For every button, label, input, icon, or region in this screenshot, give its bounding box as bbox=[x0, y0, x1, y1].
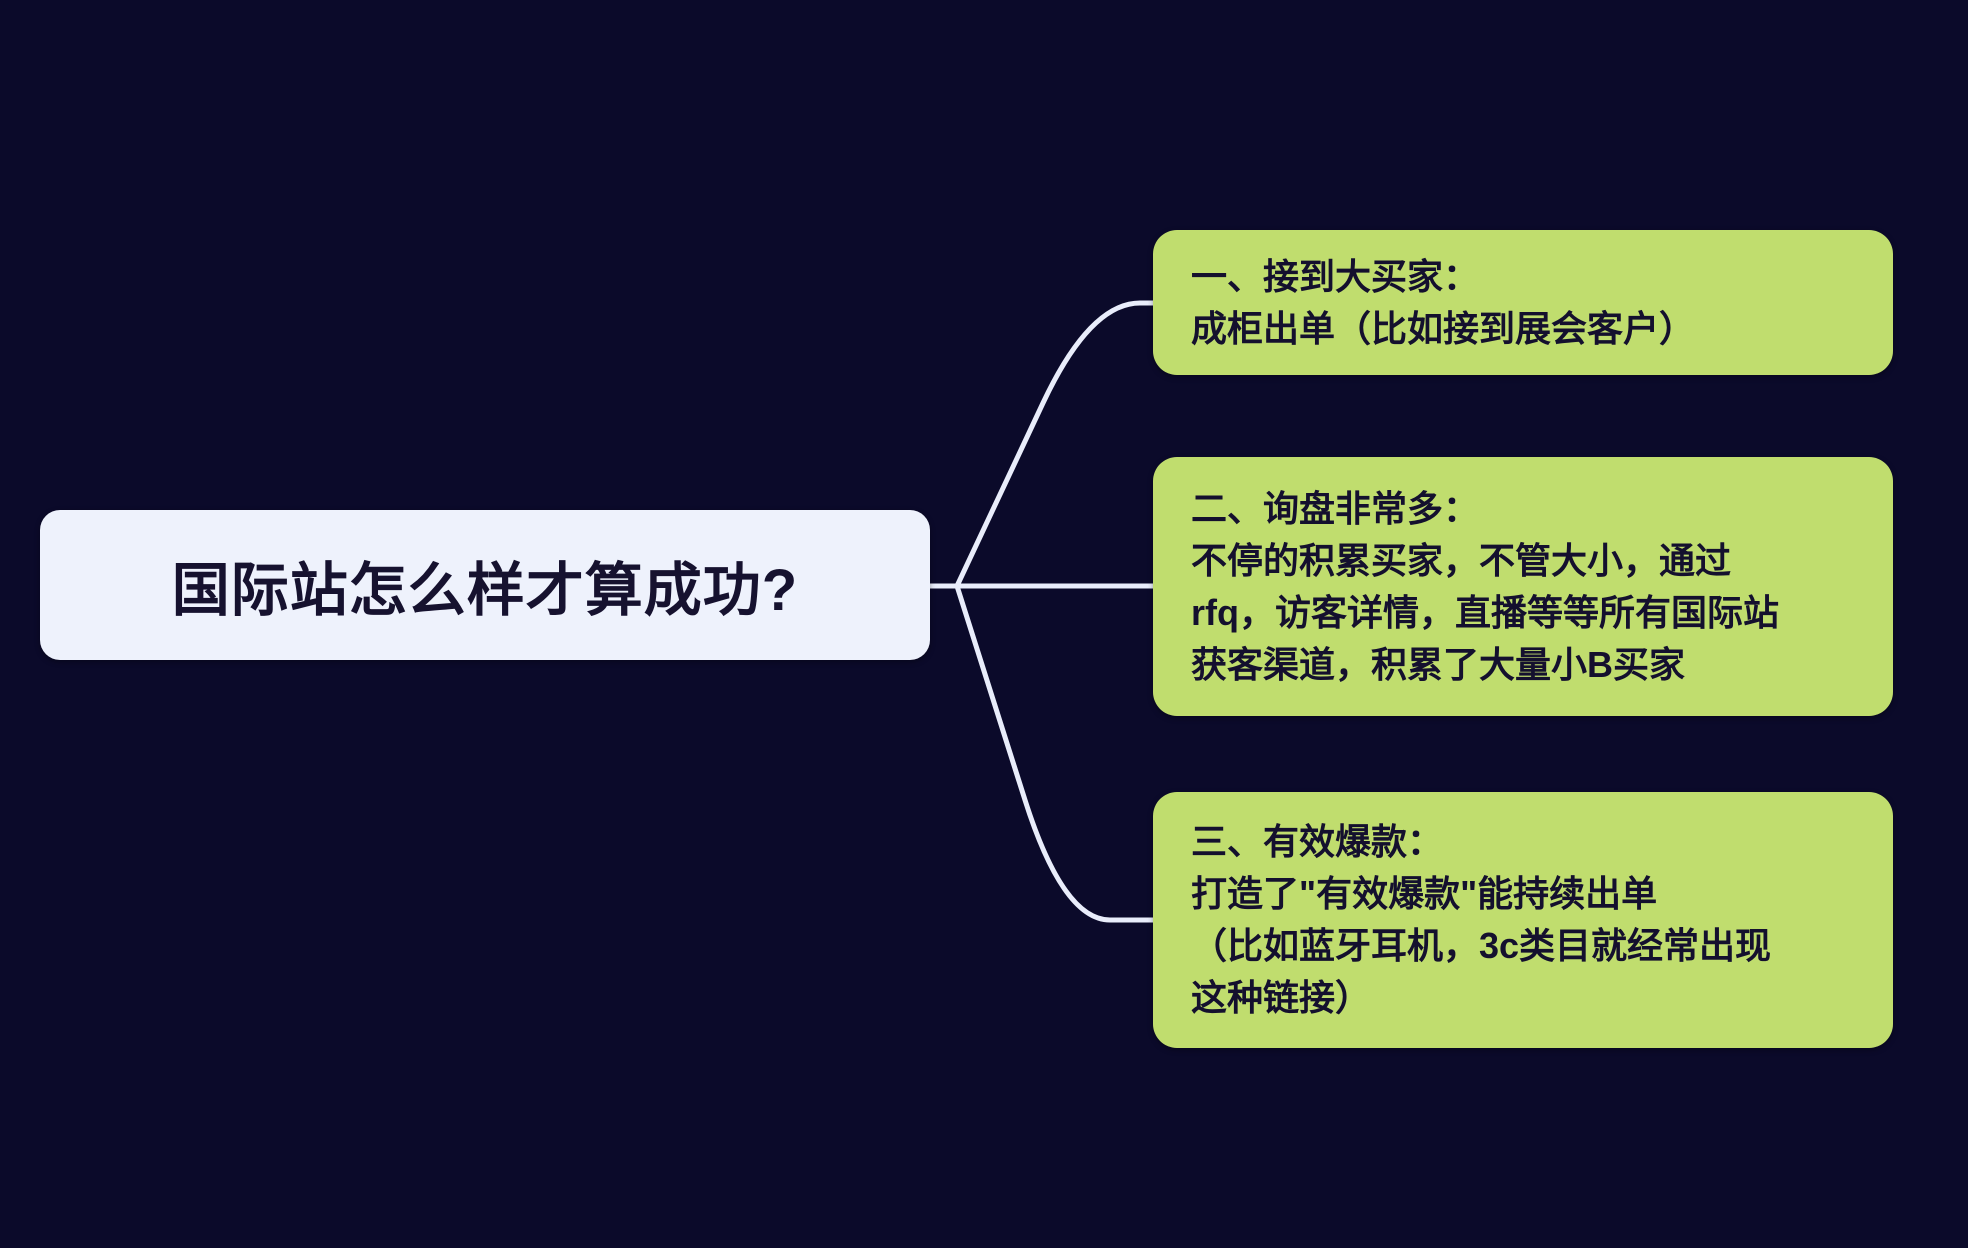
branch-node-2-line-1: 二、询盘非常多： bbox=[1191, 487, 1480, 529]
branch-node-2-line-3: rfq，访客详情，直播等等所有国际站 bbox=[1191, 591, 1779, 633]
branch-node-2-line-4: 获客渠道，积累了大量小B买家 bbox=[1191, 643, 1685, 685]
branch-node-3-line-1: 三、有效爆款： bbox=[1191, 821, 1444, 862]
branch-node-2-line-2: 不停的积累买家，不管大小，通过 bbox=[1191, 539, 1732, 581]
branch-node-3-line-2: 打造了"有效爆款"能持续出单 bbox=[1191, 873, 1658, 914]
branch-node-1-line-2: 成柜出单（比如接到展会客户） bbox=[1191, 307, 1696, 349]
branch-node-3-line-4: 这种链接） bbox=[1191, 977, 1372, 1018]
branch-node-1[interactable]: 一、接到大买家： 成柜出单（比如接到展会客户） bbox=[1153, 230, 1893, 375]
root-node[interactable]: 国际站怎么样才算成功? bbox=[40, 510, 930, 660]
branch-node-1-line-1: 一、接到大买家： bbox=[1191, 255, 1480, 297]
branch-node-3[interactable]: 三、有效爆款： 打造了"有效爆款"能持续出单 （比如蓝牙耳机，3c类目就经常出现… bbox=[1153, 792, 1893, 1048]
root-node-label: 国际站怎么样才算成功? bbox=[171, 558, 799, 623]
connector-branch-3 bbox=[927, 583, 1156, 923]
branch-node-2[interactable]: 二、询盘非常多： 不停的积累买家，不管大小，通过 rfq，访客详情，直播等等所有… bbox=[1153, 457, 1893, 716]
connector-branch-1 bbox=[927, 300, 1156, 589]
branch-node-3-line-3: （比如蓝牙耳机，3c类目就经常出现 bbox=[1191, 925, 1772, 966]
